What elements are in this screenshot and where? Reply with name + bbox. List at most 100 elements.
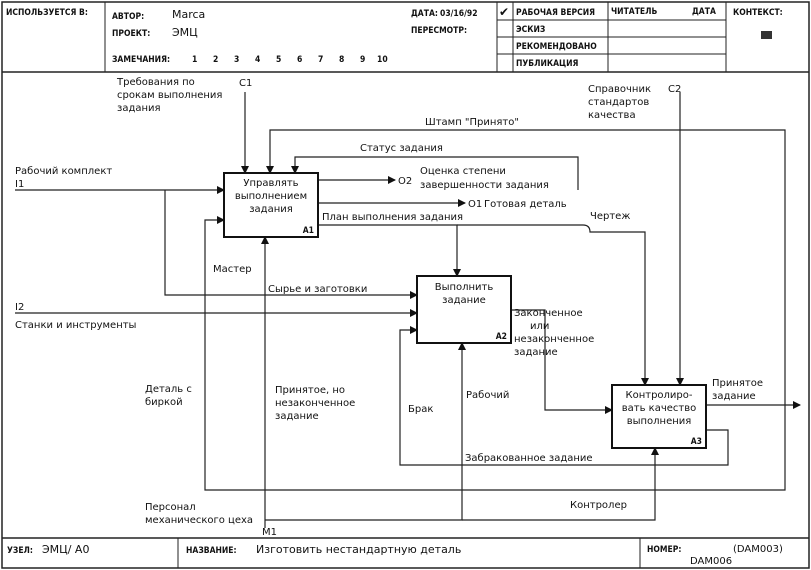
svg-text:Готовая деталь: Готовая деталь	[484, 199, 567, 210]
arrow-status	[291, 156, 579, 190]
activity-box-a2[interactable]: Выполнить задание A2	[416, 275, 512, 344]
svg-text:Рабочий: Рабочий	[466, 390, 509, 401]
svg-text:Законченное: Законченное	[514, 308, 583, 319]
svg-text:O1: O1	[468, 199, 482, 210]
svg-text:незаконченное: незаконченное	[514, 334, 594, 345]
svg-text:качества: качества	[588, 110, 636, 121]
svg-text:Рабочий комплект: Рабочий комплект	[15, 166, 112, 177]
svg-text:механического цеха: механического цеха	[145, 515, 253, 526]
footer: УЗЕЛ: ЭМЦ/ A0 НАЗВАНИЕ: Изготовить неста…	[2, 537, 809, 568]
svg-text:Управлять: Управлять	[243, 178, 298, 189]
activity-box-a1[interactable]: Управлять выполнением задания A1	[223, 172, 319, 238]
svg-text:вать качество: вать качество	[622, 403, 696, 414]
svg-text:10: 10	[377, 55, 388, 65]
svg-text:Оценка степени: Оценка степени	[420, 166, 506, 177]
node-label: УЗЕЛ:	[7, 546, 33, 556]
svg-text:срокам выполнения: срокам выполнения	[117, 90, 222, 101]
arrow-worker	[265, 342, 466, 521]
svg-text:Справочник: Справочник	[588, 84, 651, 95]
notes-numbers: 1 2 3 4 5 6 7 8 9 10	[192, 55, 388, 65]
svg-text:O2: O2	[398, 176, 412, 187]
svg-text:9: 9	[360, 55, 365, 65]
context-marker	[761, 31, 772, 39]
svg-text:или: или	[530, 321, 549, 332]
svg-text:Контролиро-: Контролиро-	[625, 390, 692, 401]
svg-text:Сырье и заготовки: Сырье и заготовки	[268, 284, 367, 295]
svg-text:Мастер: Мастер	[213, 264, 252, 275]
svg-text:выполнением: выполнением	[235, 191, 307, 202]
author-value: Marca	[172, 8, 205, 21]
checkmark-icon: ✔	[499, 5, 509, 19]
notes-label: ЗАМЕЧАНИЯ:	[112, 55, 170, 65]
svg-text:задание: задание	[442, 295, 486, 306]
project-label: ПРОЕКТ:	[112, 29, 150, 39]
arrow-raw	[164, 190, 418, 299]
svg-text:C1: C1	[239, 78, 252, 89]
svg-text:Штамп "Принято": Штамп "Принято"	[425, 117, 519, 128]
svg-text:M1: M1	[262, 527, 277, 538]
number-label: НОМЕР:	[647, 545, 681, 555]
svg-text:8: 8	[339, 55, 344, 65]
arrow-plan	[318, 224, 461, 277]
svg-text:Статус задания: Статус задания	[360, 143, 443, 154]
svg-text:5: 5	[276, 55, 281, 65]
svg-text:4: 4	[255, 55, 260, 65]
svg-text:Деталь с: Деталь с	[145, 384, 192, 395]
svg-text:I2: I2	[15, 302, 24, 313]
svg-text:Контролер: Контролер	[570, 500, 627, 511]
arrows	[15, 92, 801, 528]
arrow-finished	[511, 309, 613, 414]
status-recommended: РЕКОМЕНДОВАНО	[516, 42, 597, 52]
status-publication: ПУБЛИКАЦИЯ	[516, 59, 579, 69]
svg-text:A2: A2	[496, 332, 507, 342]
status-draft: ЭСКИЗ	[516, 25, 545, 35]
svg-text:задание: задание	[514, 347, 558, 358]
svg-text:2: 2	[213, 55, 218, 65]
svg-text:биркой: биркой	[145, 397, 183, 408]
revision-label: ПЕРЕСМОТР:	[411, 26, 467, 36]
activity-box-a3[interactable]: Контролиро- вать качество выполнения A3	[611, 384, 707, 449]
svg-text:План выполнения задания: План выполнения задания	[322, 212, 463, 223]
svg-text:задания: задания	[117, 103, 161, 114]
svg-text:1: 1	[192, 55, 197, 65]
context-label: КОНТЕКСТ:	[733, 8, 783, 18]
author-label: АВТОР:	[112, 12, 144, 22]
svg-text:Требования по: Требования по	[116, 77, 195, 88]
svg-text:задание: задание	[712, 391, 756, 402]
arrow-labels: Требования по срокам выполнения задания …	[15, 77, 763, 538]
svg-text:A3: A3	[691, 437, 702, 447]
node-value: ЭМЦ/ A0	[42, 543, 89, 556]
svg-text:6: 6	[297, 55, 302, 65]
svg-text:Персонал: Персонал	[145, 502, 196, 513]
project-value: ЭМЦ	[172, 26, 198, 39]
date-value: 03/16/92	[440, 9, 478, 19]
svg-text:стандартов: стандартов	[588, 97, 649, 108]
arrow-rejected	[399, 326, 729, 466]
header: ИСПОЛЬЗУЕТСЯ В: АВТОР: Marca ПРОЕКТ: ЭМЦ…	[2, 2, 809, 73]
date-label: ДАТА:	[411, 9, 438, 19]
svg-text:завершенности задания: завершенности задания	[420, 180, 549, 191]
svg-text:Брак: Брак	[408, 404, 433, 415]
svg-text:7: 7	[318, 55, 323, 65]
arrow-stamp	[266, 129, 786, 405]
number-c: (DAM003)	[733, 544, 783, 555]
svg-text:I1: I1	[15, 179, 24, 190]
svg-text:Станки и инструменты: Станки и инструменты	[15, 320, 136, 331]
svg-text:задание: задание	[275, 411, 319, 422]
diagram-title: Изготовить нестандартную деталь	[256, 543, 461, 556]
reader-label: ЧИТАТЕЛЬ	[611, 7, 658, 17]
svg-text:Чертеж: Чертеж	[590, 211, 630, 222]
arrow-drawing	[457, 224, 649, 386]
svg-text:задания: задания	[249, 204, 293, 215]
svg-text:Забракованное задание: Забракованное задание	[465, 453, 593, 464]
svg-text:Выполнить: Выполнить	[435, 282, 494, 293]
svg-text:C2: C2	[668, 84, 681, 95]
status-working: РАБОЧАЯ ВЕРСИЯ	[516, 8, 595, 18]
used-in-label: ИСПОЛЬЗУЕТСЯ В:	[6, 8, 88, 18]
reader-date-label: ДАТА	[692, 7, 716, 17]
svg-text:Принятое: Принятое	[712, 378, 763, 389]
svg-text:3: 3	[234, 55, 239, 65]
svg-text:выполнения: выполнения	[627, 416, 692, 427]
number-value: DAM006	[690, 556, 732, 567]
